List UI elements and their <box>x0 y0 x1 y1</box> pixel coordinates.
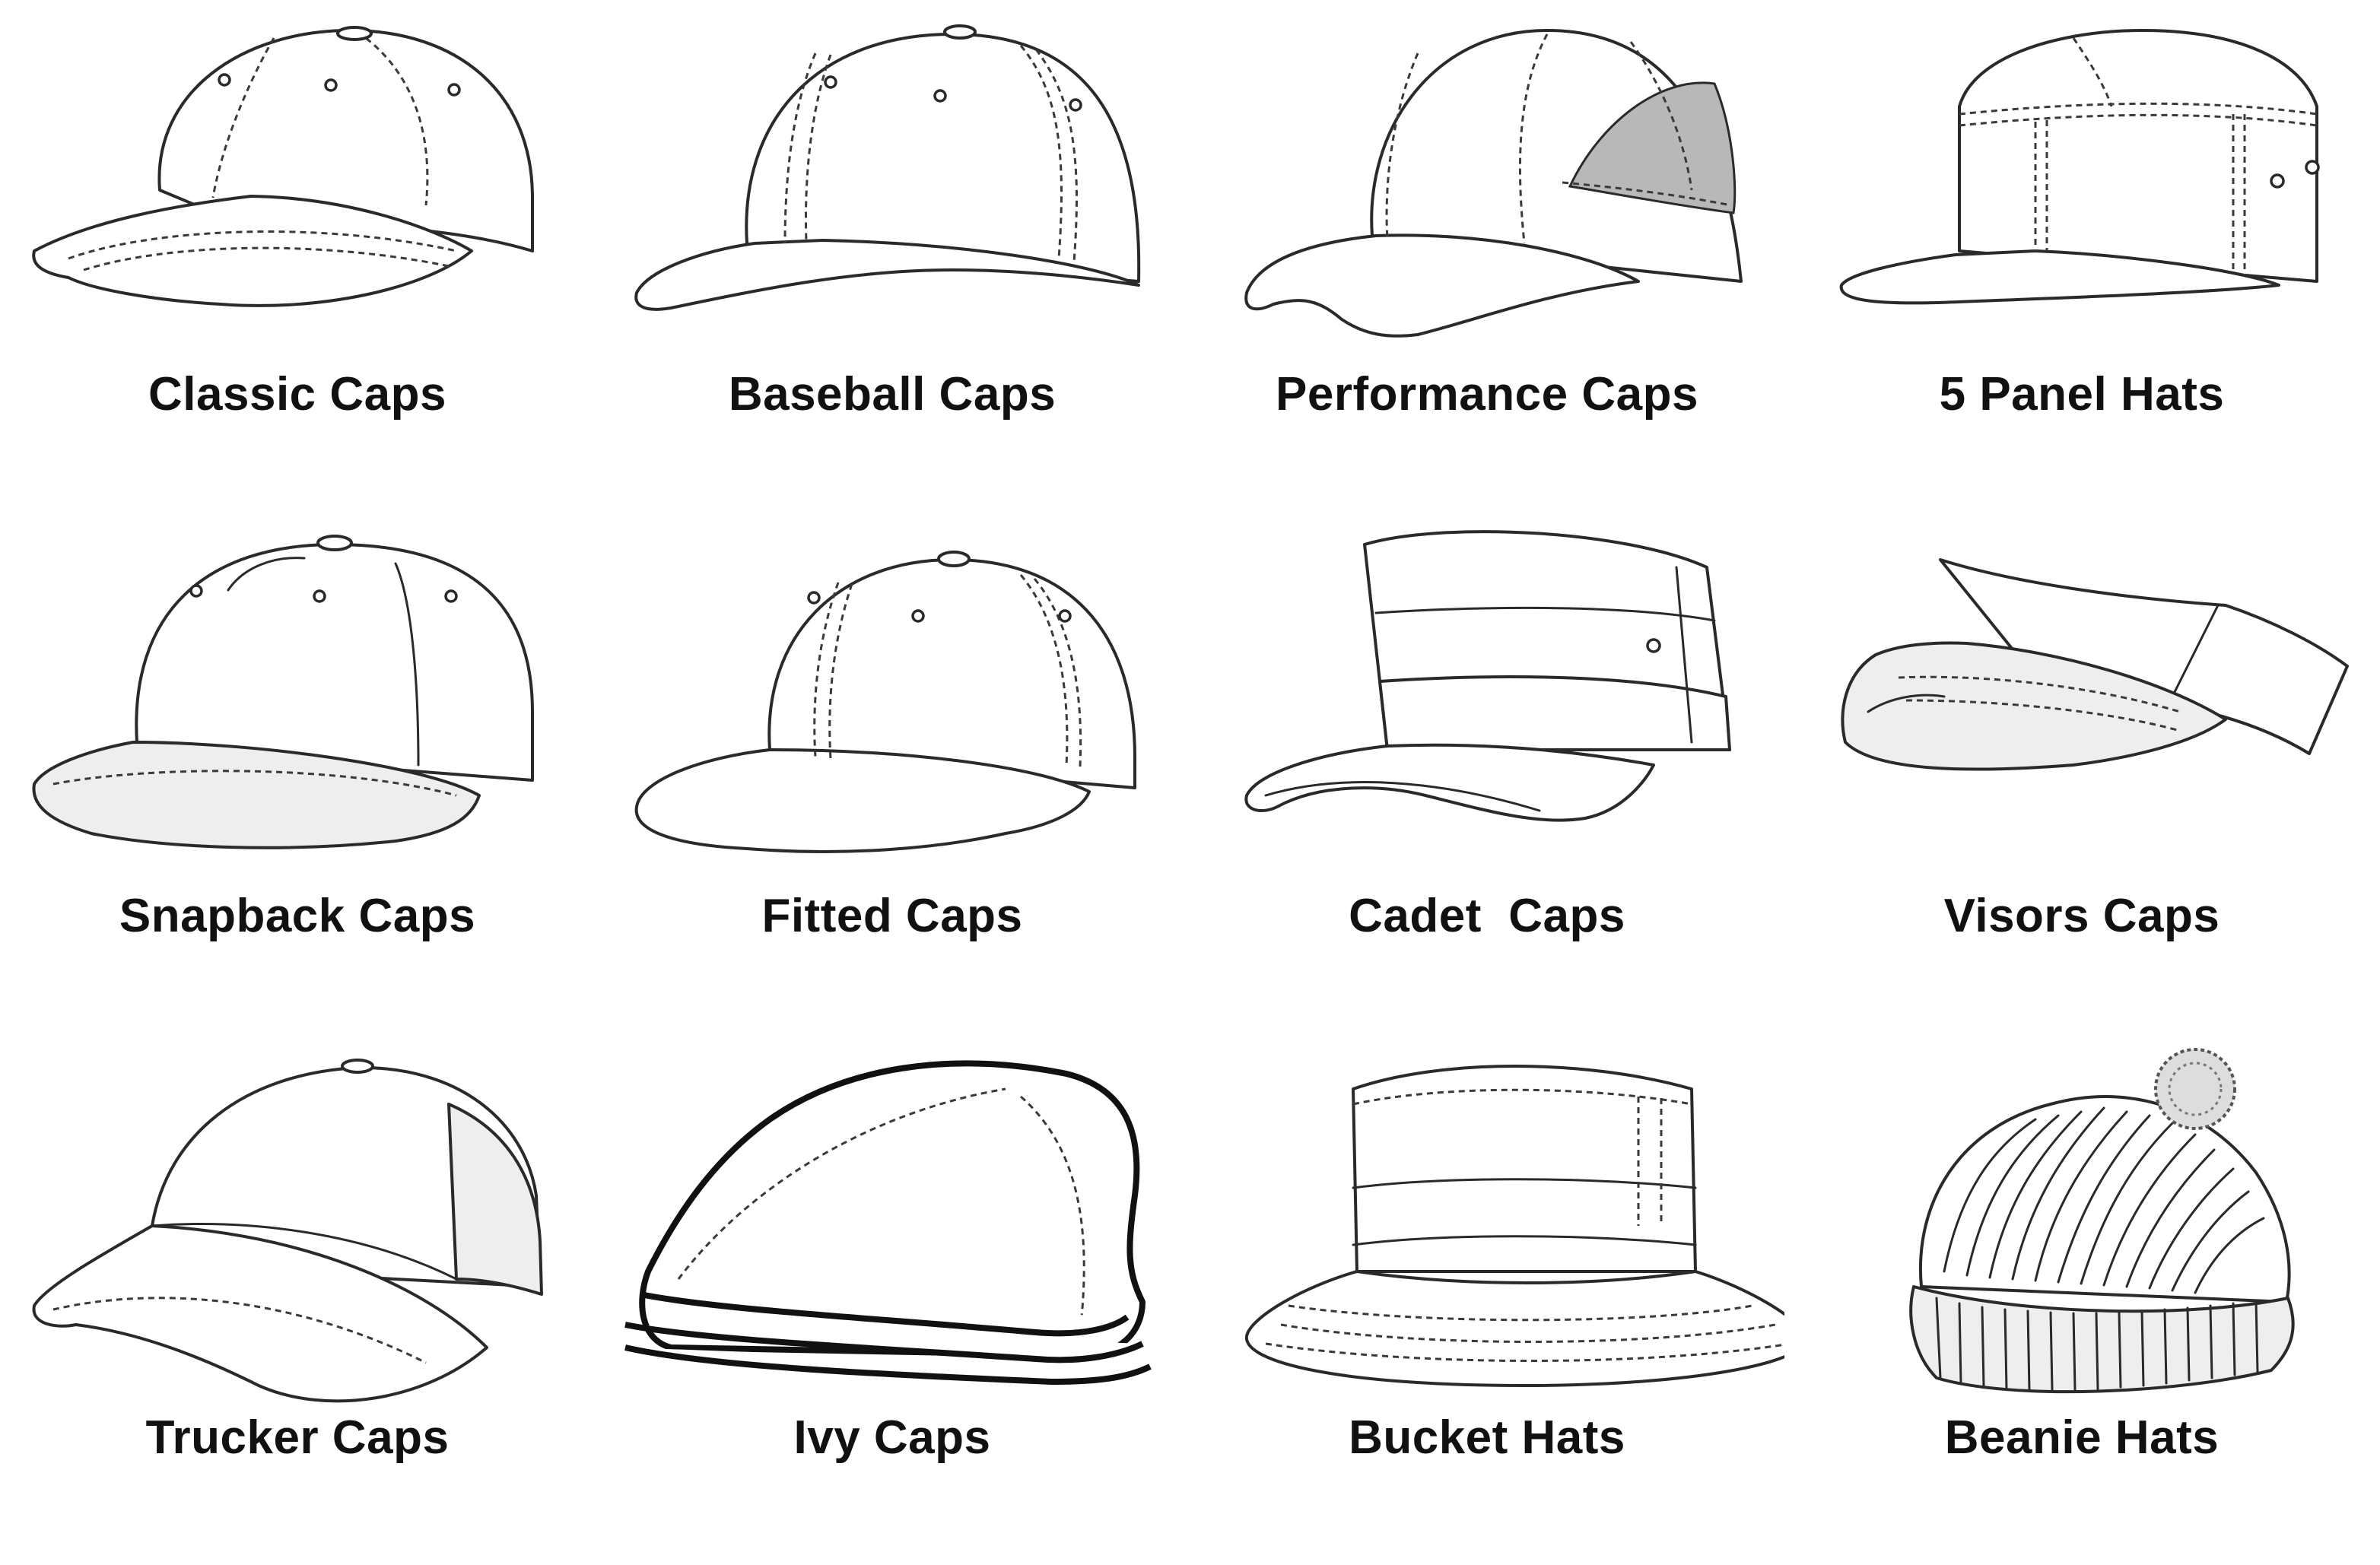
hat-label: Beanie Hats <box>1944 1411 2220 1464</box>
snapback-cap-icon <box>0 522 595 917</box>
hat-card-trucker: Trucker Caps <box>0 1043 595 1565</box>
baseball-cap-icon <box>595 0 1190 395</box>
hat-label: Fitted Caps <box>761 890 1023 942</box>
hat-card-fitted: Fitted Caps <box>595 522 1190 1043</box>
hat-card-classic: Classic Caps <box>0 0 595 522</box>
hat-card-cadet: Cadet Caps <box>1190 522 1784 1043</box>
hat-label: Bucket Hats <box>1349 1411 1625 1464</box>
classic-cap-icon <box>0 0 595 395</box>
cadet-cap-icon <box>1190 522 1784 917</box>
bucket-hat-icon <box>1190 1043 1784 1439</box>
visor-cap-icon <box>1784 522 2379 917</box>
hat-label: Classic Caps <box>148 368 446 421</box>
hat-card-performance: Performance Caps <box>1190 0 1784 522</box>
fitted-cap-icon <box>595 522 1190 917</box>
beanie-hat-icon <box>1784 1043 2379 1439</box>
hat-label: Visors Caps <box>1943 890 2220 942</box>
hat-label: 5 Panel Hats <box>1939 368 2225 421</box>
hat-card-five-panel: 5 Panel Hats <box>1784 0 2379 522</box>
trucker-cap-icon <box>0 1043 595 1439</box>
hat-card-visor: Visors Caps <box>1784 522 2379 1043</box>
hat-label: Performance Caps <box>1276 368 1698 421</box>
hat-label: Trucker Caps <box>145 1411 450 1464</box>
hat-card-baseball: Baseball Caps <box>595 0 1190 522</box>
hat-label: Cadet Caps <box>1349 890 1625 942</box>
hat-label: Baseball Caps <box>728 368 1057 421</box>
performance-cap-icon <box>1190 0 1784 395</box>
hat-card-snapback: Snapback Caps <box>0 522 595 1043</box>
hat-card-bucket: Bucket Hats <box>1190 1043 1784 1565</box>
hat-label: Snapback Caps <box>119 890 476 942</box>
hat-label: Ivy Caps <box>793 1411 991 1464</box>
five-panel-hat-icon <box>1784 0 2379 395</box>
hat-card-ivy: Ivy Caps <box>595 1043 1190 1565</box>
hat-card-beanie: Beanie Hats <box>1784 1043 2379 1565</box>
ivy-cap-icon <box>595 1043 1190 1439</box>
